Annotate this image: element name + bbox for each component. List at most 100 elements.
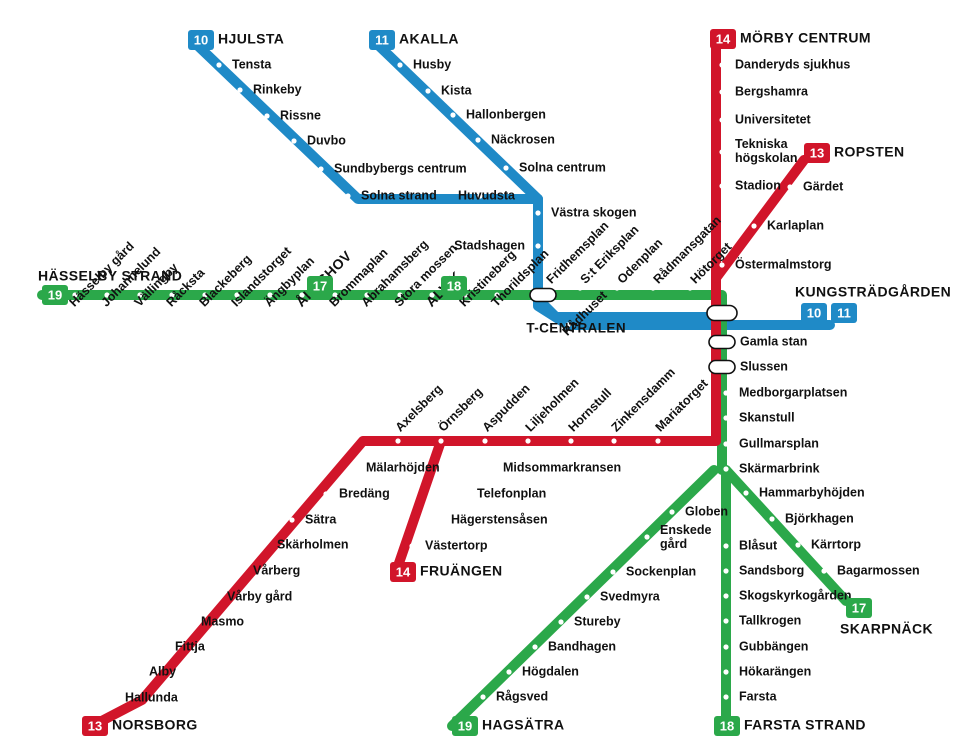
station-dot[interactable] xyxy=(787,184,793,190)
station-dot[interactable] xyxy=(264,113,270,119)
terminus-badge-14[interactable]: 14 xyxy=(710,29,736,49)
terminus-badge-13[interactable]: 13 xyxy=(82,716,108,736)
station-dot[interactable] xyxy=(169,292,175,298)
station-dot[interactable] xyxy=(719,62,725,68)
station-dot[interactable] xyxy=(743,490,749,496)
station-dot[interactable] xyxy=(289,517,295,523)
station-dot[interactable] xyxy=(137,292,143,298)
station-dot[interactable] xyxy=(299,292,305,298)
station-dot[interactable] xyxy=(494,292,500,298)
station-dot[interactable] xyxy=(751,223,757,229)
station-dot[interactable] xyxy=(577,285,583,291)
station-dot[interactable] xyxy=(216,62,222,68)
station-dot[interactable] xyxy=(535,243,541,249)
station-dot[interactable] xyxy=(159,644,165,650)
station-dot[interactable] xyxy=(532,644,538,650)
station-dot[interactable] xyxy=(719,89,725,95)
station-dot[interactable] xyxy=(350,465,356,471)
station-dot[interactable] xyxy=(723,543,729,549)
station-dot[interactable] xyxy=(568,438,574,444)
station-dot[interactable] xyxy=(318,166,324,172)
station-dot[interactable] xyxy=(565,322,571,328)
station-dot[interactable] xyxy=(719,117,725,123)
station-dot[interactable] xyxy=(644,534,650,540)
station-dot[interactable] xyxy=(461,491,467,497)
station-dot[interactable] xyxy=(584,594,590,600)
station-dot[interactable] xyxy=(723,390,729,396)
station-dot[interactable] xyxy=(611,438,617,444)
station-dot[interactable] xyxy=(558,619,564,625)
station-dot[interactable] xyxy=(480,694,486,700)
station-dot[interactable] xyxy=(133,669,139,675)
station-dot[interactable] xyxy=(475,137,481,143)
station-dot[interactable] xyxy=(723,644,729,650)
station-dot[interactable] xyxy=(723,568,729,574)
station-dot[interactable] xyxy=(506,669,512,675)
station-dot[interactable] xyxy=(719,262,725,268)
station-dot[interactable] xyxy=(650,285,656,291)
station-dot[interactable] xyxy=(769,516,775,522)
mid-line-badge-18[interactable]: 18 xyxy=(441,276,467,296)
terminus-badge-19[interactable]: 19 xyxy=(42,285,68,305)
station-dot[interactable] xyxy=(109,695,115,701)
station-dot[interactable] xyxy=(429,292,435,298)
station-dot[interactable] xyxy=(364,292,370,298)
station-dot[interactable] xyxy=(821,568,827,574)
station-dot[interactable] xyxy=(261,542,267,548)
station-dot[interactable] xyxy=(503,165,509,171)
station-dot[interactable] xyxy=(397,292,403,298)
station-dot[interactable] xyxy=(535,210,541,216)
mid-line-badge-17[interactable]: 17 xyxy=(307,276,333,296)
interchange-marker[interactable] xyxy=(708,334,736,350)
station-dot[interactable] xyxy=(291,138,297,144)
station-dot[interactable] xyxy=(104,292,110,298)
station-dot[interactable] xyxy=(237,87,243,93)
station-dot[interactable] xyxy=(323,491,329,497)
station-dot[interactable] xyxy=(435,517,441,523)
station-dot[interactable] xyxy=(723,669,729,675)
station-dot[interactable] xyxy=(487,465,493,471)
station-dot[interactable] xyxy=(614,285,620,291)
terminus-badge-19[interactable]: 19 xyxy=(452,716,478,736)
station-dot[interactable] xyxy=(655,438,661,444)
station-dot[interactable] xyxy=(438,438,444,444)
station-dot[interactable] xyxy=(723,441,729,447)
station-dot[interactable] xyxy=(525,438,531,444)
station-dot[interactable] xyxy=(450,112,456,118)
station-dot[interactable] xyxy=(723,618,729,624)
station-dot[interactable] xyxy=(723,466,729,472)
station-dot[interactable] xyxy=(237,568,243,574)
station-dot[interactable] xyxy=(477,193,483,199)
station-dot[interactable] xyxy=(795,542,801,548)
station-dot[interactable] xyxy=(723,694,729,700)
terminus-badge-10[interactable]: 10 xyxy=(801,303,827,323)
station-dot[interactable] xyxy=(723,415,729,421)
station-dot[interactable] xyxy=(267,292,273,298)
station-dot[interactable] xyxy=(610,569,616,575)
station-dot[interactable] xyxy=(482,438,488,444)
station-dot[interactable] xyxy=(719,149,725,155)
station-dot[interactable] xyxy=(345,193,351,199)
station-dot[interactable] xyxy=(395,438,401,444)
station-dot[interactable] xyxy=(397,62,403,68)
station-dot[interactable] xyxy=(669,509,675,515)
station-dot[interactable] xyxy=(185,619,191,625)
station-dot[interactable] xyxy=(332,292,338,298)
station-dot[interactable] xyxy=(72,292,78,298)
terminus-badge-13[interactable]: 13 xyxy=(804,143,830,163)
station-dot[interactable] xyxy=(211,594,217,600)
station-dot[interactable] xyxy=(723,593,729,599)
terminus-badge-18[interactable]: 18 xyxy=(714,716,740,736)
terminus-badge-11[interactable]: 11 xyxy=(369,30,395,50)
terminus-badge-11[interactable]: 11 xyxy=(831,303,857,323)
station-dot[interactable] xyxy=(202,292,208,298)
terminus-badge-17[interactable]: 17 xyxy=(846,598,872,618)
station-dot[interactable] xyxy=(409,543,415,549)
interchange-marker[interactable] xyxy=(529,287,557,303)
terminus-badge-14[interactable]: 14 xyxy=(390,562,416,582)
station-dot[interactable] xyxy=(425,88,431,94)
interchange-marker[interactable] xyxy=(706,304,738,322)
station-dot[interactable] xyxy=(719,183,725,189)
terminus-badge-10[interactable]: 10 xyxy=(188,30,214,50)
interchange-marker[interactable] xyxy=(708,359,736,375)
